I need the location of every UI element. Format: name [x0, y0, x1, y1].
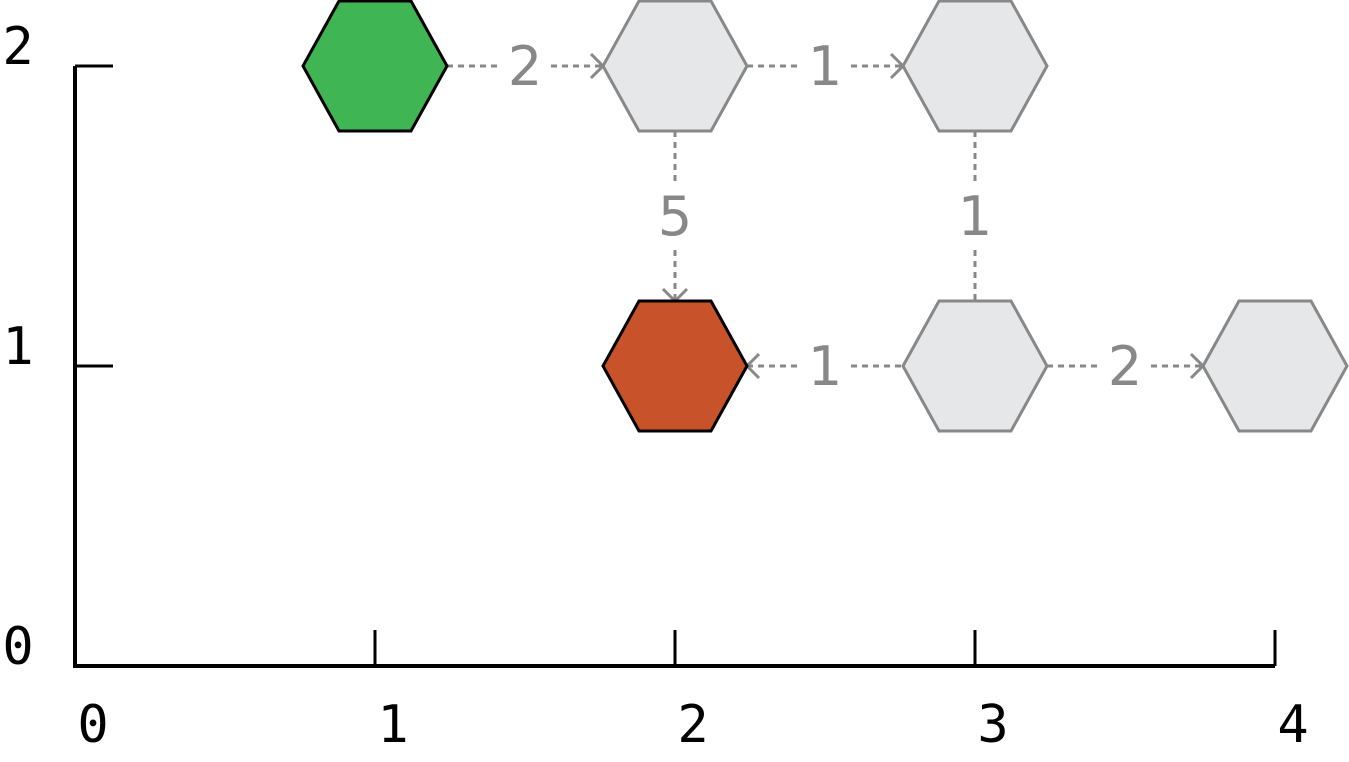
- node-n-2-2: [601, 0, 749, 133]
- edge-n-2-2-to-n-3-2: 1: [747, 35, 906, 98]
- x-tick-label: 3: [977, 695, 1008, 755]
- edge-n-3-1-to-goal: 1: [744, 335, 903, 398]
- edge-weight-label: 2: [508, 35, 542, 98]
- x-tick-label: 2: [677, 695, 708, 755]
- edge-n-3-2-to-n-3-1: 1: [958, 131, 992, 301]
- axes: 0 1 2 3 4 0 1 2: [2, 17, 1308, 755]
- edge-weight-label: 1: [958, 185, 992, 248]
- y-tick-label: 2: [2, 17, 33, 77]
- edges: 2 1 5 1 1 2: [447, 35, 1206, 398]
- node-n-3-2: [901, 0, 1049, 133]
- edge-weight-label: 2: [1108, 335, 1142, 398]
- node-goal: [601, 299, 749, 433]
- y-tick-label: 1: [2, 317, 33, 377]
- node-n-3-1: [901, 299, 1049, 433]
- edge-weight-label: 5: [658, 185, 692, 248]
- node-start: [301, 0, 449, 133]
- edge-weight-label: 1: [808, 335, 842, 398]
- x-tick-label: 1: [377, 695, 408, 755]
- x-tick-label: 0: [77, 695, 108, 755]
- edge-start-to-n-2-2: 2: [447, 35, 606, 98]
- edge-weight-label: 1: [808, 35, 842, 98]
- nodes: [301, 0, 1349, 433]
- edge-n-2-2-to-goal: 5: [658, 131, 692, 304]
- node-n-4-1: [1201, 299, 1349, 433]
- x-tick-label: 4: [1277, 695, 1308, 755]
- y-tick-label: 0: [2, 617, 33, 677]
- axis-lines: [73, 66, 1275, 668]
- edge-n-3-1-to-n-4-1: 2: [1047, 335, 1206, 398]
